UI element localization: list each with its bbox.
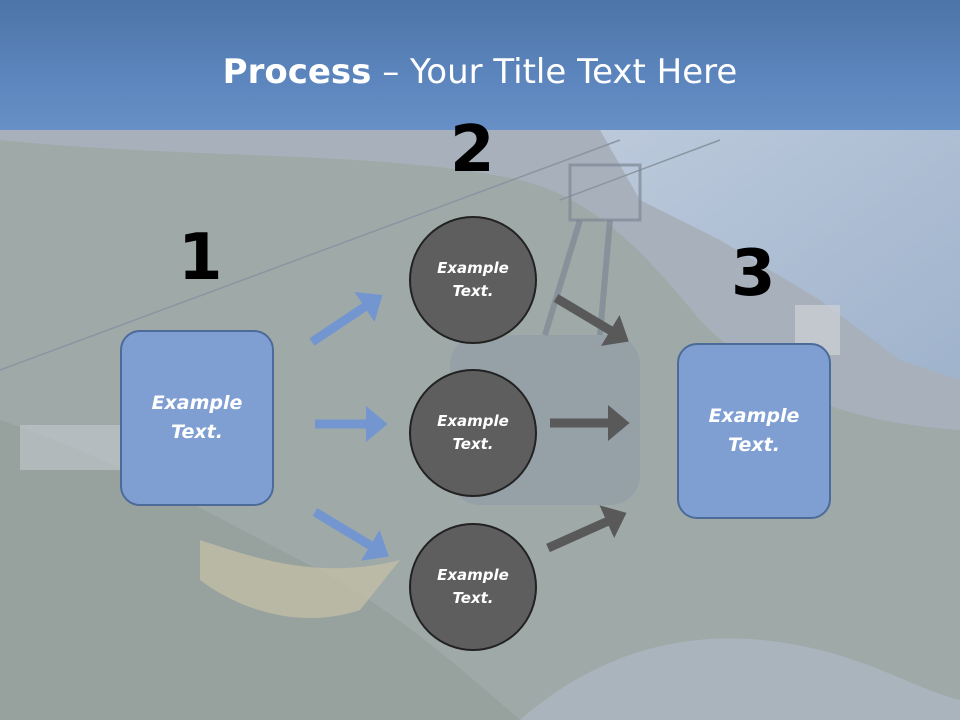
- step-circle-2: Example Text.: [409, 369, 537, 497]
- arrow-circle-1-to-box: [553, 294, 629, 346]
- title-bold: Process: [222, 52, 372, 92]
- title-separator: –: [371, 52, 411, 92]
- slide-title: Process – Your Title Text Here: [0, 52, 960, 92]
- step-number-2: 2: [450, 113, 495, 187]
- circle-1-text: Example Text.: [437, 259, 509, 300]
- title-rest: Your Title Text Here: [410, 52, 738, 92]
- left-step-box: Example Text.: [120, 330, 274, 506]
- right-step-text: Example Text.: [708, 405, 800, 456]
- step-circle-1: Example Text.: [409, 216, 537, 344]
- arrow-circle-3-to-box: [546, 505, 627, 553]
- arrow-box-to-circle-3: [312, 508, 389, 561]
- right-step-box: Example Text.: [677, 343, 831, 519]
- circle-2-text: Example Text.: [437, 412, 509, 453]
- left-step-text: Example Text.: [151, 392, 243, 443]
- arrow-box-to-circle-1: [309, 292, 383, 346]
- step-circle-3: Example Text.: [409, 523, 537, 651]
- step-number-3: 3: [731, 237, 776, 311]
- step-number-1: 1: [178, 221, 223, 295]
- title-bar: [0, 0, 960, 130]
- circle-3-text: Example Text.: [437, 566, 509, 607]
